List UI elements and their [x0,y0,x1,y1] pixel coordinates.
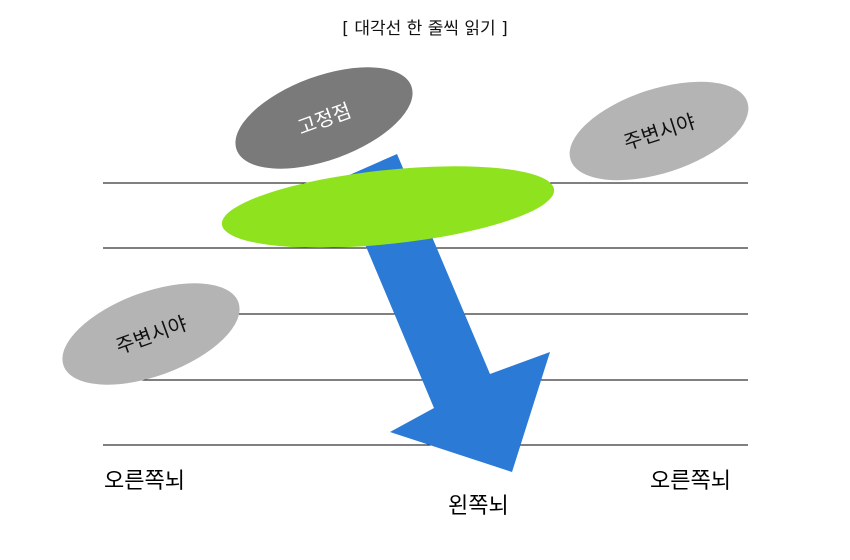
right-brain-label-right: 오른쪽뇌 [650,469,731,494]
diagram-title: [ 대각선 한 줄씩 읽기 ] [342,19,508,39]
peripheral-vision-right: 주변시야 [569,81,749,181]
peripheral-vision-left: 주변시야 [62,283,240,385]
fixation-point: 고정점 [235,67,413,169]
left-brain-label: 왼쪽뇌 [448,494,509,519]
right-brain-label-left: 오른쪽뇌 [104,469,185,494]
reading-span-highlight [221,166,555,248]
